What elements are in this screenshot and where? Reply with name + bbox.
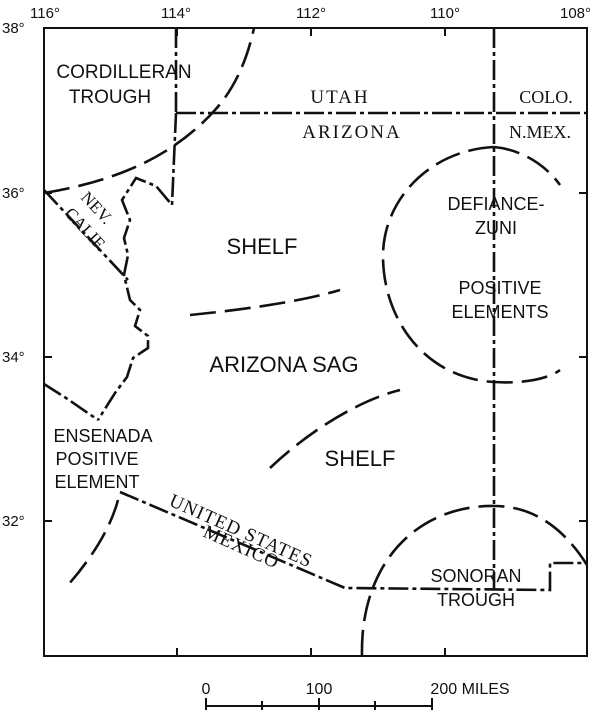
colo-label: COLO. [519, 87, 573, 107]
lon-label-116: 116° [30, 5, 60, 22]
lat-label-32: 32° [2, 513, 25, 530]
nevada-california-border [43, 189, 129, 281]
lon-label-114: 114° [161, 5, 191, 22]
us-mexico-border [119, 490, 587, 592]
scale-label-0: 0 [202, 681, 211, 698]
ensenada-element-boundary [67, 499, 120, 586]
ensenada-label-3: ELEMENT [54, 472, 139, 492]
shelf-north-label: SHELF [227, 234, 298, 259]
latitude-ticks [44, 192, 587, 522]
sonoran-label-2: TROUGH [437, 590, 515, 610]
lon-label-110: 110° [430, 5, 460, 22]
arizona-sag-label: ARIZONA SAG [209, 352, 358, 377]
utah-label: UTAH [310, 87, 369, 108]
sonoran-label-1: SONORAN [430, 566, 521, 586]
cordilleran-label-2: TROUGH [69, 87, 151, 108]
lat-label-38: 38° [2, 20, 25, 37]
scale-bar: 0 100 200 MILES [202, 681, 510, 710]
shelf-south-label: SHELF [325, 446, 396, 471]
united-states-label: UNITED STATES [166, 490, 316, 572]
ensenada-label-1: ENSENADA [53, 426, 152, 446]
positive-elements-label-2: ELEMENTS [451, 302, 548, 322]
sonoran-trough-boundary [360, 504, 589, 657]
lon-label-112: 112° [296, 5, 326, 22]
south-shelf-sag-boundary [269, 388, 401, 469]
lon-label-108: 108° [560, 5, 591, 22]
lat-label-34: 34° [2, 349, 25, 366]
scale-label-200: 200 MILES [430, 681, 509, 698]
scale-label-100: 100 [306, 681, 333, 698]
cordilleran-trough-boundary [43, 27, 256, 195]
lat-label-36: 36° [2, 185, 25, 202]
north-shelf-sag-boundary [189, 288, 341, 317]
cordilleran-label-1: CORDILLERAN [56, 62, 191, 83]
map-frame [43, 27, 588, 657]
defiance-zuni-circle-east [493, 145, 562, 186]
nmex-label: N.MEX. [509, 122, 571, 142]
nevada-arizona-border [96, 112, 178, 421]
defiance-zuni-circle [381, 145, 561, 384]
baja-coast [43, 382, 99, 422]
defiance-label-1: DEFIANCE- [447, 194, 544, 214]
defiance-label-2: ZUNI [475, 218, 517, 238]
arizona-label: ARIZONA [302, 122, 402, 143]
positive-elements-label-1: POSITIVE [458, 278, 541, 298]
ensenada-label-2: POSITIVE [55, 449, 138, 469]
